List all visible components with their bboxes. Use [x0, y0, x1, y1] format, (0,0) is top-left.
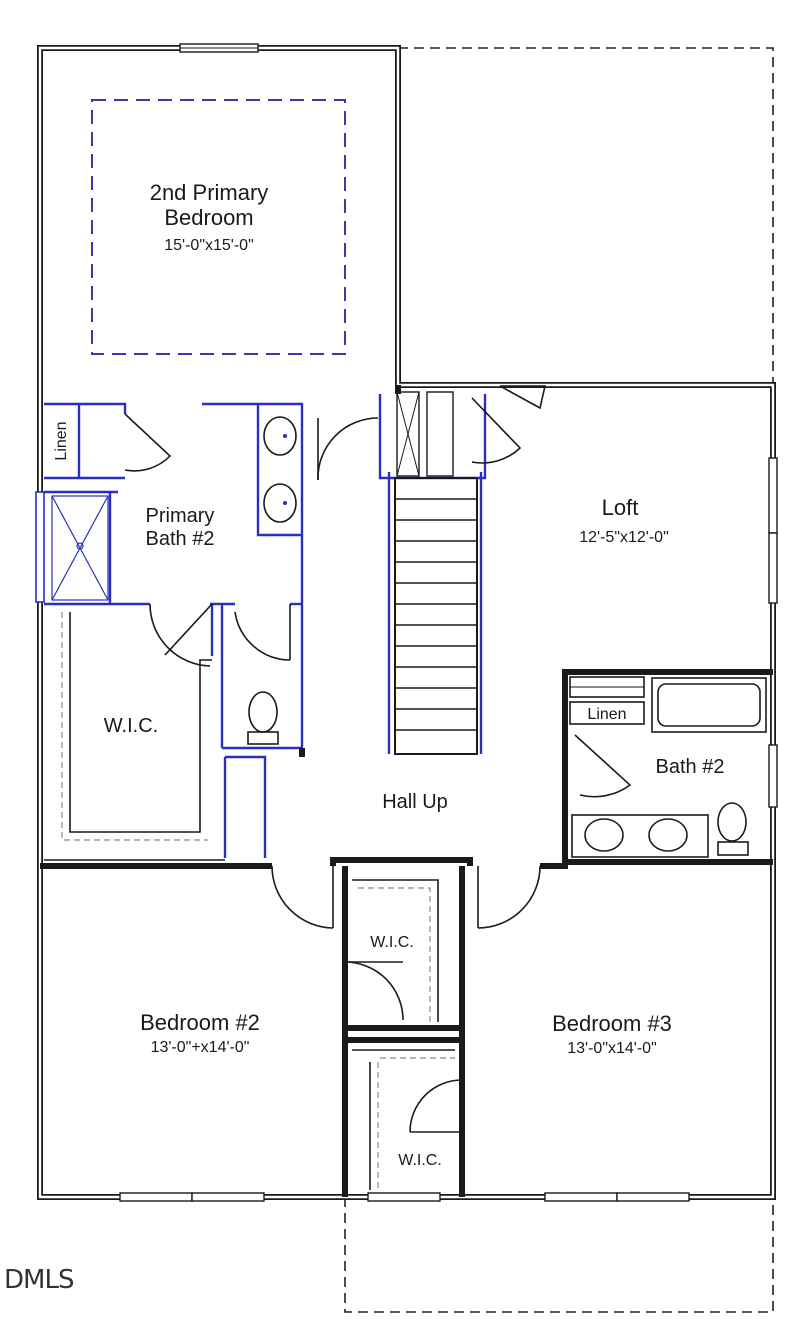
- center-closets: [352, 879, 455, 1190]
- watermark-text: DMLS: [4, 1265, 74, 1295]
- bath2-label: Bath #2: [656, 756, 725, 778]
- primary-bath-label-line1: Primary: [146, 505, 215, 527]
- primary-bedroom-label-line1: 2nd Primary: [150, 180, 269, 205]
- doors: [124, 385, 632, 1133]
- bedroom3-label: Bedroom #3: [552, 1011, 672, 1036]
- linen-left-label: Linen: [53, 421, 70, 460]
- bedroom2-dims: 13'-0"+x14'-0": [151, 1039, 250, 1056]
- primary-bath-label-line2: Bath #2: [146, 528, 215, 550]
- bath2-fixtures: [569, 676, 767, 858]
- windows: [35, 43, 778, 1202]
- primary-toilet: [247, 691, 279, 745]
- primary-bedroom-label-line2: Bedroom: [164, 205, 253, 230]
- wic-left-walls: [44, 612, 225, 861]
- loft-dims: 12'-5"x12'-0": [579, 529, 669, 546]
- hall-label: Hall Up: [382, 791, 448, 813]
- wic-center-top-label: W.I.C.: [370, 934, 414, 951]
- exterior-walls: [37, 45, 776, 1200]
- tray-ceiling-outline: [91, 99, 346, 355]
- primary-bedroom-dims: 15'-0"x15'-0": [164, 237, 254, 254]
- shower: [51, 495, 109, 601]
- wic-left-label: W.I.C.: [104, 715, 158, 737]
- linen-right-label: Linen: [587, 706, 626, 723]
- primary-bath-walls: [44, 394, 487, 858]
- open-area-outlines: [344, 47, 774, 1313]
- wic-center-bottom-label: W.I.C.: [398, 1152, 442, 1169]
- interior-walls: [40, 385, 773, 1197]
- room-labels: 2nd Primary Bedroom 15'-0"x15'-0" Primar…: [53, 180, 724, 1169]
- primary-vanity: [263, 416, 297, 523]
- bedroom2-label: Bedroom #2: [140, 1010, 260, 1035]
- loft-label: Loft: [602, 495, 639, 520]
- bedroom3-dims: 13'-0"x14'-0": [567, 1040, 657, 1057]
- stairs: [394, 391, 478, 755]
